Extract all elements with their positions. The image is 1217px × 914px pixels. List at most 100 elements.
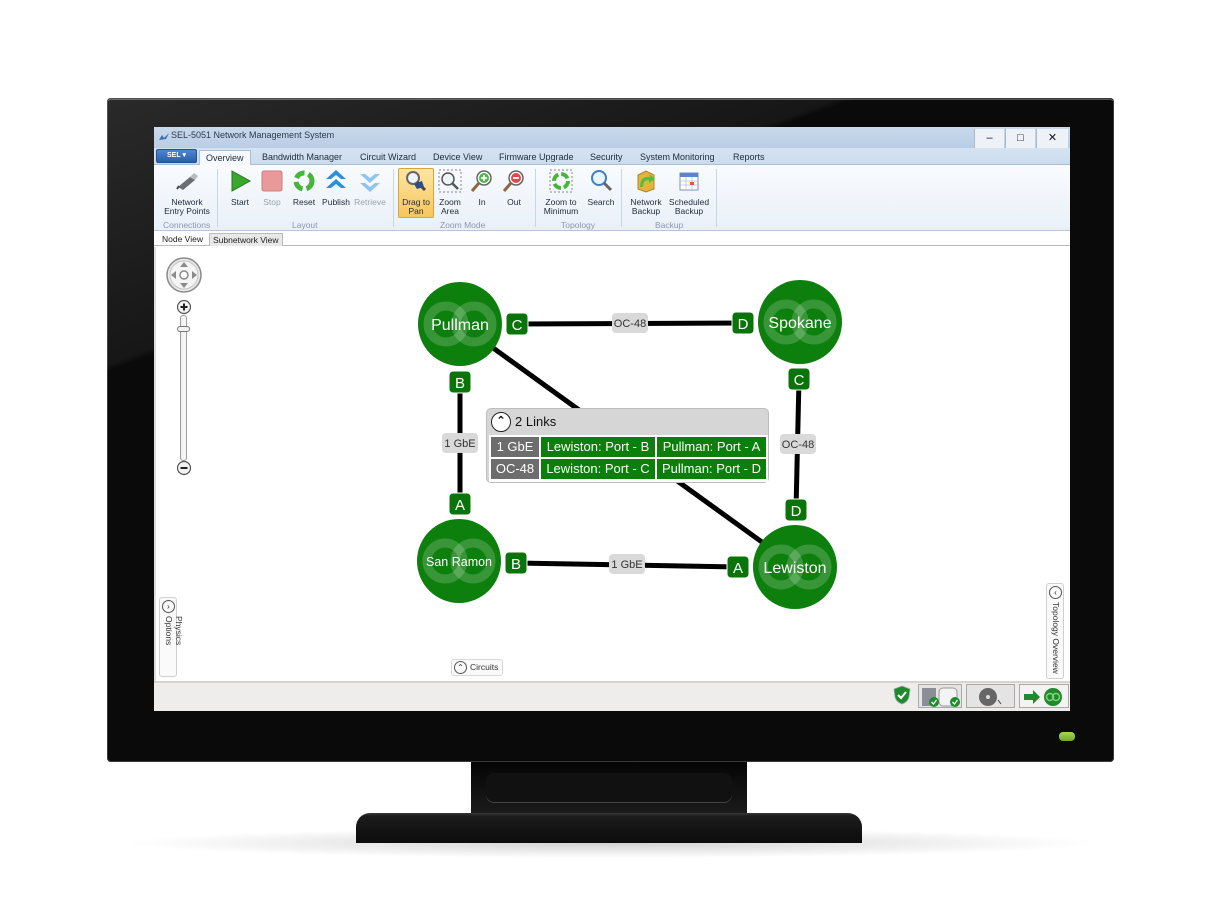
port-san-ramon-b[interactable]: B: [504, 551, 528, 575]
port-lewiston-d[interactable]: D: [784, 498, 808, 522]
scheduled-backup-button[interactable]: Scheduled Backup: [668, 169, 710, 216]
drag-to-pan-button[interactable]: Drag to Pan: [398, 168, 434, 218]
button-label: Zoom: [439, 197, 461, 207]
group-separator: [535, 169, 536, 227]
svg-text:C: C: [794, 372, 805, 389]
tab-system-monitoring[interactable]: System Monitoring: [640, 152, 715, 162]
zoom-in-button[interactable]: In: [470, 169, 494, 207]
circuits-panel-toggle[interactable]: ⌃ Circuits: [451, 659, 504, 676]
zoom-slider-track[interactable]: [180, 315, 187, 461]
svg-text:B: B: [455, 375, 465, 392]
button-label: In: [478, 197, 486, 207]
maximize-button[interactable]: □: [1005, 129, 1035, 148]
topology-overview-panel-toggle[interactable]: ‹ Topology Overview: [1046, 583, 1064, 679]
zoom-area-icon: [438, 169, 462, 193]
status-bar: [154, 681, 1070, 711]
stop-icon: [261, 170, 283, 192]
group-label-layout: Layout: [292, 220, 318, 230]
tab-subnetwork-view[interactable]: Subnetwork View: [209, 233, 283, 246]
link-label-1gbe-bottom[interactable]: 1 GbE: [609, 554, 645, 574]
button-label: Start: [231, 197, 249, 207]
group-separator: [621, 169, 622, 227]
security-shield-icon[interactable]: [893, 685, 911, 705]
stop-button[interactable]: Stop: [258, 169, 286, 207]
links-popup-title: 2 Links: [515, 414, 557, 429]
group-label-topology: Topology: [561, 220, 596, 230]
table-row[interactable]: OC-48 Lewiston: Port - C Pullman: Port -…: [491, 459, 766, 479]
network-backup-button[interactable]: Network Backup: [626, 169, 666, 216]
app-logo-icon: [159, 133, 169, 140]
table-row[interactable]: 1 GbE Lewiston: Port - B Pullman: Port -…: [491, 437, 766, 457]
group-label-connections: Connections: [163, 220, 211, 230]
group-separator: [393, 169, 394, 227]
port-spokane-d[interactable]: D: [731, 311, 755, 335]
svg-text:D: D: [791, 503, 802, 520]
tab-reports[interactable]: Reports: [733, 152, 765, 162]
svg-text:D: D: [738, 316, 749, 333]
tab-device-view[interactable]: Device View: [433, 152, 483, 162]
double-up-arrow-icon: [326, 170, 346, 188]
zoom-to-minimum-button[interactable]: Zoom to Minimum: [540, 169, 582, 216]
node-san-ramon[interactable]: San Ramon: [417, 519, 501, 603]
zoom-slider-thumb[interactable]: [177, 326, 190, 332]
physics-options-panel-toggle[interactable]: › Physics Options: [159, 597, 184, 677]
link-type: 1 GbE: [491, 437, 539, 457]
node-lewiston[interactable]: Lewiston: [753, 525, 837, 609]
tab-overview[interactable]: Overview: [199, 150, 251, 166]
button-label: Drag to: [402, 197, 430, 207]
button-label: Zoom to: [545, 197, 577, 207]
group-label-zoom-mode: Zoom Mode: [440, 220, 486, 230]
chevron-up-icon[interactable]: ⌃: [491, 412, 511, 432]
node-spokane[interactable]: Spokane: [758, 280, 842, 364]
button-label: Backup: [631, 206, 661, 216]
link-type: OC-48: [491, 459, 539, 479]
retrieve-button[interactable]: Retrieve: [353, 169, 387, 207]
zoom-out-icon: [502, 170, 524, 192]
publish-button[interactable]: Publish: [320, 169, 352, 207]
link-label-oc48-top[interactable]: OC-48: [612, 313, 648, 333]
tab-security[interactable]: Security: [590, 152, 623, 162]
link-endpoint-b: Pullman: Port - A: [657, 437, 766, 457]
port-san-ramon-a[interactable]: A: [448, 492, 472, 516]
tab-bandwidth-manager[interactable]: Bandwidth Manager: [262, 152, 343, 162]
network-entry-points-button[interactable]: Network Entry Points: [162, 169, 212, 216]
disk-record-status[interactable]: [966, 684, 1015, 708]
tab-firmware-upgrade[interactable]: Firmware Upgrade: [499, 152, 574, 162]
link-label-1gbe-left[interactable]: 1 GbE: [442, 433, 478, 453]
server-database-status[interactable]: [918, 684, 962, 708]
network-cable-icon: [176, 173, 198, 190]
link-label-oc48-right[interactable]: OC-48: [780, 434, 816, 454]
port-lewiston-a[interactable]: A: [726, 555, 750, 579]
minimize-button[interactable]: –: [974, 129, 1004, 148]
zoom-out-minus-icon[interactable]: [176, 460, 192, 476]
node-pullman[interactable]: Pullman: [418, 282, 502, 366]
chevron-left-icon: ‹: [1049, 586, 1062, 599]
pan-control[interactable]: [165, 256, 203, 294]
close-button[interactable]: ✕: [1036, 129, 1068, 148]
link-endpoint-a: Lewiston: Port - C: [541, 459, 655, 479]
port-spokane-c[interactable]: C: [787, 367, 811, 391]
port-pullman-c[interactable]: C: [505, 312, 529, 336]
svg-text:Spokane: Spokane: [768, 315, 831, 332]
tab-circuit-wizard[interactable]: Circuit Wizard: [360, 152, 417, 162]
button-label: Out: [507, 197, 521, 207]
links-popup: ⌃ 2 Links 1 GbE Lewiston: Port - B Pullm…: [486, 408, 769, 483]
tab-node-view[interactable]: Node View: [162, 234, 203, 244]
zoom-out-button[interactable]: Out: [502, 169, 526, 207]
zoom-in-plus-icon[interactable]: [176, 299, 192, 315]
start-button[interactable]: Start: [226, 169, 254, 207]
app-window: SEL-5051 Network Management System – □ ✕…: [154, 127, 1070, 711]
reset-button[interactable]: Reset: [290, 169, 318, 207]
svg-text:1 GbE: 1 GbE: [611, 559, 642, 571]
recycle-icon: [293, 170, 315, 192]
window-title: SEL-5051 Network Management System: [171, 130, 335, 140]
zoom-in-icon: [470, 170, 492, 192]
connect-status[interactable]: [1019, 684, 1069, 708]
links-popup-header[interactable]: ⌃ 2 Links: [491, 412, 556, 432]
search-icon: [591, 170, 613, 192]
search-button[interactable]: Search: [586, 169, 616, 207]
app-menu-button[interactable]: SEL ▾: [156, 149, 197, 163]
pan-magnifier-icon: [406, 171, 427, 192]
zoom-area-button[interactable]: Zoom Area: [436, 169, 464, 216]
port-pullman-b[interactable]: B: [448, 370, 472, 394]
